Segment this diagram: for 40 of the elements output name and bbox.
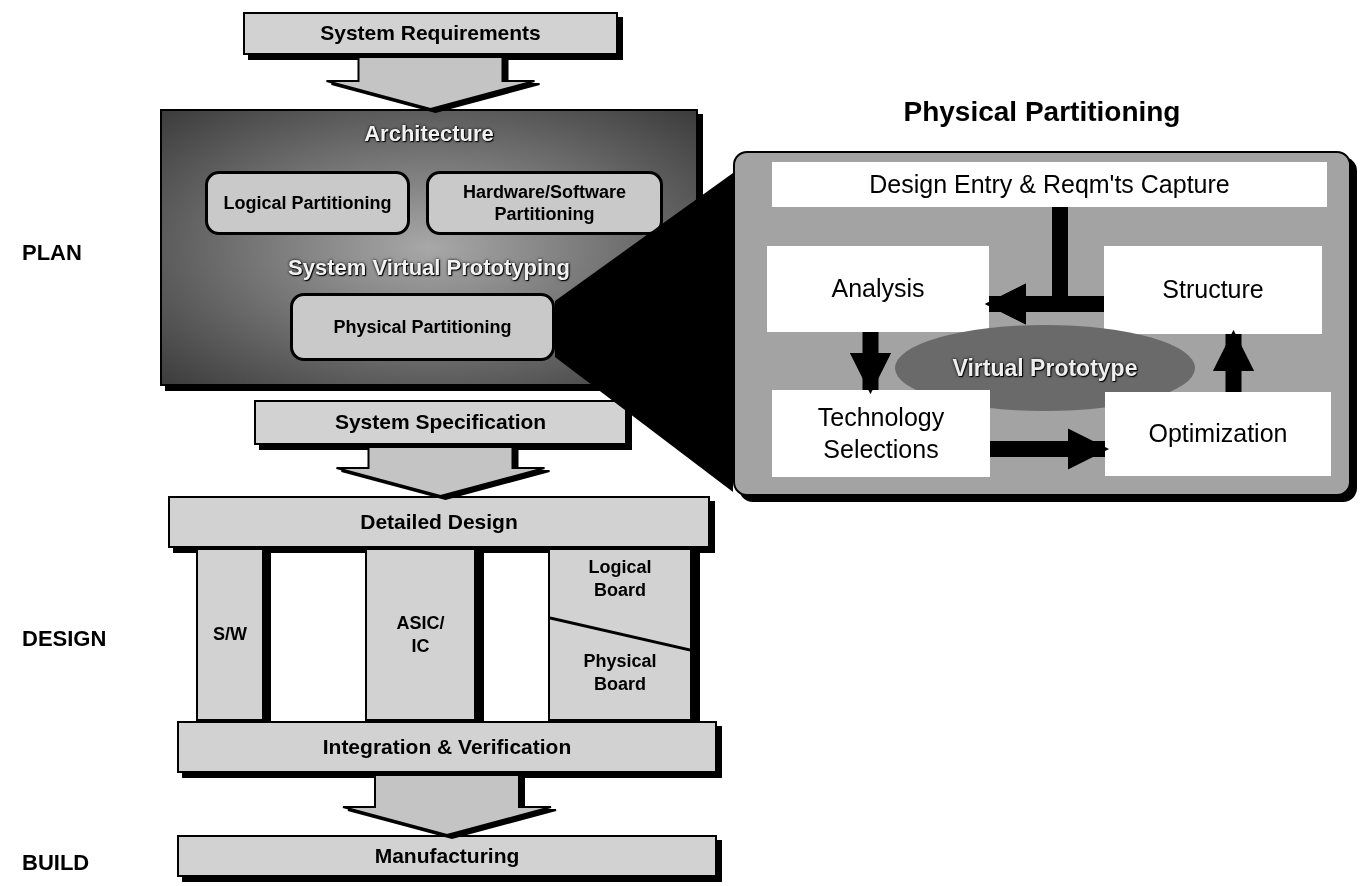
- node-text: Detailed Design: [360, 508, 518, 535]
- node-text: Logical Board: [587, 556, 653, 601]
- node-text: Physical Board: [582, 650, 658, 695]
- process-box: [426, 171, 663, 235]
- node-text: Structure: [1162, 274, 1264, 306]
- zoom-wedge: [555, 173, 733, 492]
- process-box: [1104, 246, 1322, 334]
- arrow: [849, 332, 892, 395]
- block-arrow: [325, 56, 536, 111]
- node-text: Analysis: [831, 273, 925, 305]
- process-box: [1105, 392, 1331, 476]
- node-text: S/W: [213, 623, 247, 646]
- process-box: [767, 246, 989, 332]
- phase-label: BUILD: [22, 849, 90, 877]
- node-text: Physical Partitioning: [333, 315, 512, 339]
- node-text: Architecture: [364, 120, 494, 148]
- node-text: Optimization: [1148, 418, 1288, 450]
- node-text: Technology Selections: [816, 402, 946, 465]
- node-text: Physical Partitioning: [903, 95, 1181, 129]
- arrow: [984, 283, 1104, 325]
- node-text: Manufacturing: [374, 842, 520, 869]
- node-text: Design Entry & Reqm'ts Capture: [869, 168, 1230, 200]
- process-box: [772, 162, 1327, 207]
- node-text: Integration & Verification: [322, 733, 572, 760]
- node-text: ASIC/ IC: [395, 612, 446, 657]
- node-text: Logical Partitioning: [223, 191, 392, 215]
- node-text: Hardware/Software Partitioning: [461, 180, 628, 226]
- process-box: [290, 293, 555, 361]
- process-box: [772, 390, 990, 477]
- arrow: [1212, 329, 1255, 392]
- block-arrow: [335, 446, 546, 498]
- node-text: System Virtual Prototyping: [288, 254, 570, 282]
- arrow: [990, 428, 1110, 470]
- process-box: [205, 171, 410, 235]
- node-text: Virtual Prototype: [952, 353, 1138, 383]
- node-text: System Requirements: [320, 20, 541, 47]
- phase-label: DESIGN: [22, 625, 107, 653]
- node-text: System Specification: [334, 409, 547, 436]
- phase-label: PLAN: [22, 239, 82, 267]
- block-arrow: [342, 774, 552, 837]
